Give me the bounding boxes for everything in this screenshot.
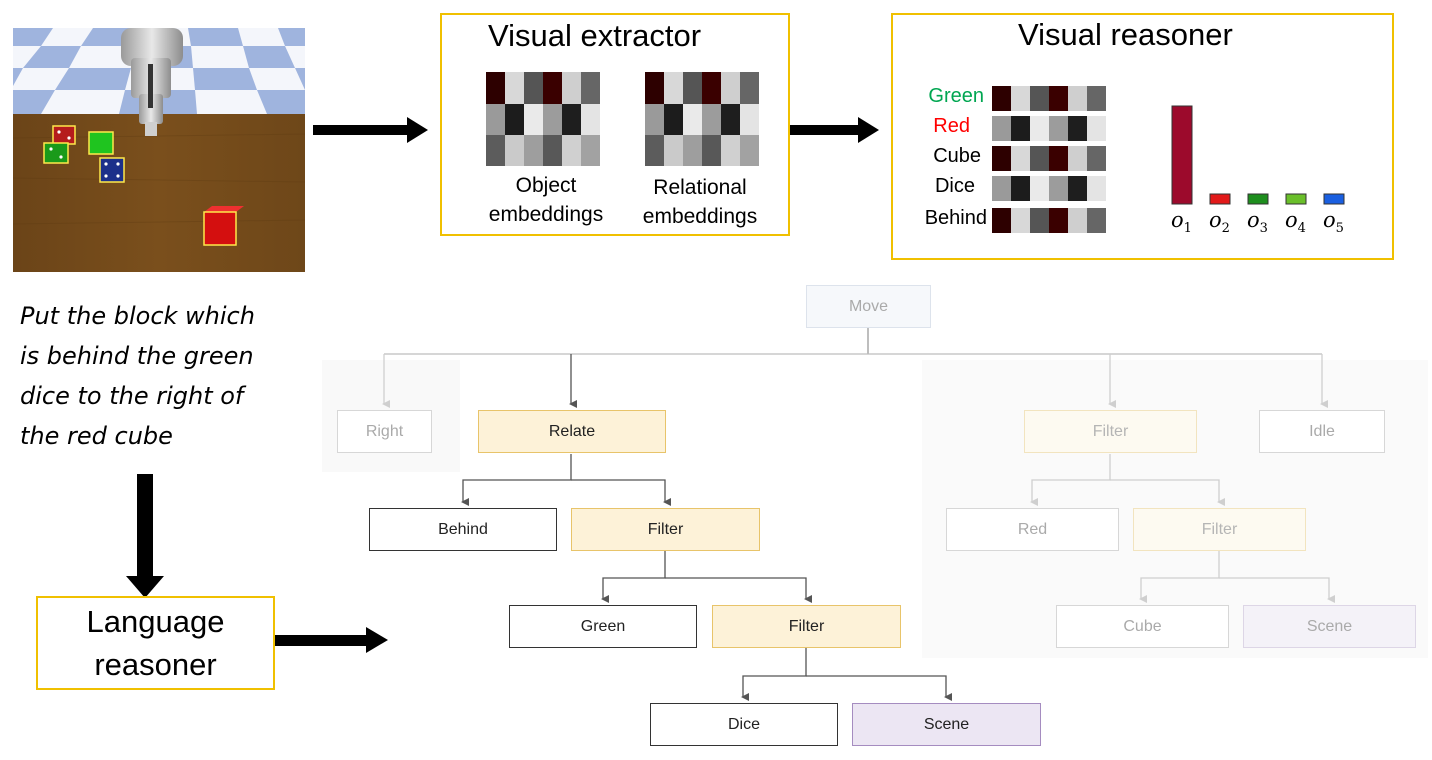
caption-line: embeddings — [642, 205, 758, 228]
score-label: o1 — [1171, 208, 1192, 237]
tree-node-filter: Filter — [1133, 508, 1306, 551]
relational-embeddings-heatmap — [645, 72, 759, 166]
tree-node-right: Right — [337, 410, 432, 453]
concept-row: Cube — [900, 144, 1112, 172]
language-reasoner-box — [36, 596, 275, 690]
score-bar — [1285, 193, 1307, 205]
score-bar — [1171, 105, 1193, 205]
object-score-bars — [1171, 105, 1345, 205]
concept-row: Red — [900, 114, 1112, 142]
caption-line: Object — [515, 174, 577, 197]
tree-node-filter: Filter — [1024, 410, 1197, 453]
instruction-line: dice to the right of — [20, 382, 244, 410]
score-bar — [1247, 193, 1269, 205]
score-bar — [1209, 193, 1231, 205]
language-reasoner-title: Language reasoner — [36, 600, 275, 686]
concept-label: Cube — [933, 145, 981, 167]
instruction-line: Put the block which — [20, 302, 255, 330]
relational-embeddings-grid — [645, 72, 759, 166]
score-label: o4 — [1285, 208, 1306, 237]
instruction-line: is behind the green — [20, 342, 254, 370]
score-label: o3 — [1247, 208, 1268, 237]
visual-extractor-title: Visual extractor — [488, 18, 702, 53]
relational-embeddings-caption: Relational embeddings — [627, 173, 773, 231]
score-label: o2 — [1209, 208, 1230, 237]
visual-reasoner-box — [891, 13, 1394, 260]
instruction-line: the red cube — [20, 422, 173, 450]
visual-reasoner-title: Visual reasoner — [1018, 17, 1233, 52]
tree-node-scene: Scene — [852, 703, 1041, 746]
tree-node-filter: Filter — [712, 605, 901, 648]
concept-label: Green — [928, 85, 984, 107]
robot-scene-image — [12, 28, 306, 272]
language-reasoner-line: Language — [86, 604, 225, 639]
caption-line: embeddings — [488, 203, 604, 226]
concept-embedding — [992, 146, 1106, 171]
concept-row: Behind — [900, 206, 1112, 234]
score-label: o5 — [1323, 208, 1344, 237]
tree-node-idle: Idle — [1259, 410, 1385, 453]
object-embeddings-heatmap — [486, 72, 600, 166]
object-embeddings-grid — [486, 72, 600, 166]
tree-node-filter: Filter — [571, 508, 760, 551]
concept-row: Green — [900, 84, 1112, 112]
concept-embedding — [992, 116, 1106, 141]
concept-label: Dice — [934, 175, 975, 197]
concept-row: Dice — [900, 174, 1112, 202]
caption-line: Relational — [653, 176, 747, 199]
tree-node-behind: Behind — [369, 508, 557, 551]
concept-rows: Green Red Cube Dice Behind — [900, 84, 1112, 236]
tree-node-red: Red — [946, 508, 1119, 551]
concept-embedding — [992, 176, 1106, 201]
concept-embedding — [992, 86, 1106, 111]
object-embeddings-caption: Object embeddings — [473, 171, 619, 229]
tree-node-move: Move — [806, 285, 931, 328]
concept-label: Behind — [924, 207, 987, 229]
concept-label: Red — [933, 115, 970, 137]
tree-node-relate: Relate — [478, 410, 666, 453]
tree-node-dice: Dice — [650, 703, 838, 746]
tree-node-scene: Scene — [1243, 605, 1416, 648]
instruction-text: Put the block which is behind the green … — [20, 296, 320, 456]
language-reasoner-line: reasoner — [94, 647, 217, 682]
concept-embedding — [992, 208, 1106, 233]
tree-node-green: Green — [509, 605, 697, 648]
score-bar — [1323, 193, 1345, 205]
tree-node-cube: Cube — [1056, 605, 1229, 648]
object-score-labels: o1 o2 o3 o4 o5 — [1160, 208, 1360, 238]
